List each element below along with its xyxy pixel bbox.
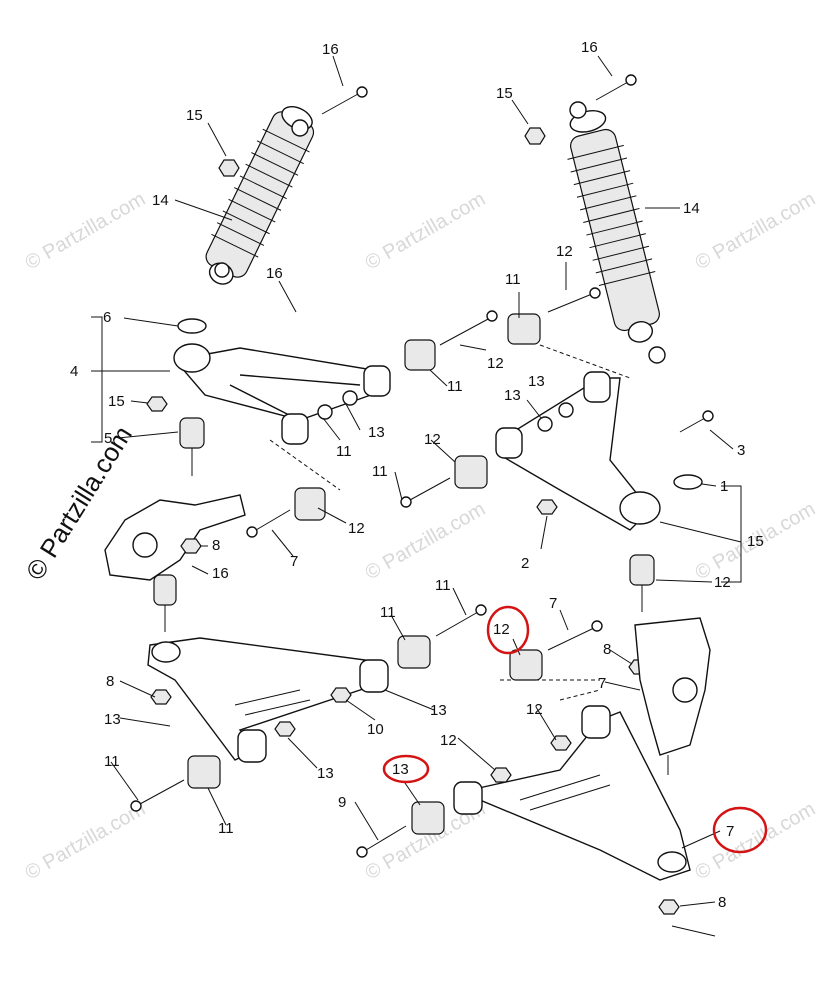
callout-label: 15	[108, 393, 125, 410]
left-shock-absorber	[205, 105, 315, 285]
callout-label: 12	[714, 574, 731, 591]
left-upper-ball-joint	[179, 417, 205, 476]
callout-label: 1	[720, 478, 728, 495]
callout-label: 15	[496, 85, 513, 102]
callout-label: 11	[505, 271, 521, 288]
right-upper-arm	[495, 371, 661, 531]
left-lower-ball-joint	[153, 574, 177, 632]
bushing-set	[130, 755, 221, 812]
nut	[550, 735, 572, 751]
callout-label: 7	[726, 823, 734, 840]
right-shock-absorber	[567, 101, 666, 364]
callout-label: 3	[737, 442, 745, 459]
highlight-marks	[382, 605, 768, 854]
callout-label: 13	[392, 761, 409, 778]
collar	[537, 416, 553, 432]
callout-label: 2	[521, 555, 529, 572]
callout-label: 11	[372, 463, 388, 480]
right-circlip	[673, 474, 703, 490]
callout-label: 11	[336, 443, 352, 460]
right-shock-bolt	[595, 74, 637, 101]
callout-label: 7	[290, 553, 298, 570]
callout-label: 8	[718, 894, 726, 911]
callout-label: 14	[152, 192, 169, 209]
nut	[658, 899, 680, 915]
callout-label: 11	[104, 753, 120, 770]
bushing-set	[246, 487, 326, 538]
left-shock-bolt	[321, 86, 368, 115]
callout-label: 15	[186, 107, 203, 124]
callout-label: 16	[266, 265, 283, 282]
callout-label: 12	[424, 431, 441, 448]
callout-label: 5	[104, 430, 112, 447]
watermark: © Partzilla.com	[362, 498, 490, 584]
bushing-set	[507, 287, 601, 345]
callout-label: 14	[683, 200, 700, 217]
left-shock-nut	[218, 159, 240, 177]
callout-label: 12	[556, 243, 573, 260]
callout-label: 10	[367, 721, 384, 738]
callout-label: 13	[528, 373, 545, 390]
callout-label: 11	[447, 378, 463, 395]
callout-label: 15	[747, 533, 764, 550]
callout-label: 13	[504, 387, 521, 404]
callouts: 16 15 14 16 15 14 16 6 4 15 5 11 12 12 1…	[70, 39, 764, 911]
callout-label: 12	[487, 355, 504, 372]
left-lower-arm	[147, 637, 389, 763]
callout-label: 12	[348, 520, 365, 537]
collar	[558, 402, 574, 418]
callout-label: 13	[368, 424, 385, 441]
nut	[146, 396, 168, 412]
callout-label: 11	[435, 577, 451, 594]
watermark: © Partzilla.com	[22, 798, 150, 884]
callout-label: 12	[440, 732, 457, 749]
nut	[274, 721, 296, 737]
right-shock-nut	[524, 127, 546, 145]
right-lower-arm	[453, 705, 691, 881]
callout-label: 8	[212, 537, 220, 554]
left-circlip	[177, 318, 207, 334]
bushing-set	[404, 310, 498, 371]
watermark: © Partzilla.com	[692, 188, 820, 274]
nut	[490, 767, 512, 783]
nut	[150, 689, 172, 705]
callout-label: 6	[103, 309, 111, 326]
watermark: © Partzilla.com	[22, 188, 150, 274]
right-steering-knuckle	[634, 617, 711, 775]
callout-label: 16	[212, 565, 229, 582]
callout-label: 13	[317, 765, 334, 782]
callout-label: 7	[598, 675, 606, 692]
right-upper-bolt	[679, 410, 714, 433]
right-upper-ball-joint	[629, 554, 655, 612]
callout-label: 16	[322, 41, 339, 58]
callout-label: 11	[380, 604, 396, 621]
collar	[342, 390, 358, 406]
callout-label: 12	[526, 701, 543, 718]
bushing-set	[397, 604, 487, 669]
callout-label: 16	[581, 39, 598, 56]
callout-label: 9	[338, 794, 346, 811]
callout-label: 7	[549, 595, 557, 612]
callout-label: 13	[430, 702, 447, 719]
callout-label: 4	[70, 363, 78, 380]
callout-label: 8	[106, 673, 114, 690]
left-steering-knuckle	[104, 494, 246, 581]
collar	[317, 404, 333, 420]
bushing-set	[400, 455, 488, 508]
callout-label: 11	[218, 820, 234, 837]
left-upper-arm	[173, 343, 391, 445]
nut	[330, 687, 352, 703]
callout-label: 8	[603, 641, 611, 658]
leader-lines	[91, 55, 742, 937]
nut	[536, 499, 558, 515]
guide-lines	[269, 344, 631, 701]
watermark: © Partzilla.com	[362, 188, 490, 274]
bushing-set-highlighted	[509, 620, 603, 681]
bushing-set-highlighted	[356, 801, 445, 858]
callout-label: 12	[493, 621, 510, 638]
callout-label: 13	[104, 711, 121, 728]
